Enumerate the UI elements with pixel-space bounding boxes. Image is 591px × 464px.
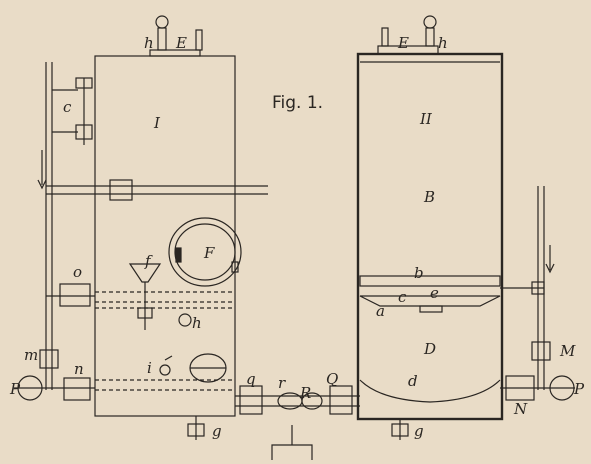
label-b: b (414, 264, 424, 282)
label-R: R (299, 384, 311, 402)
label-q: q (246, 370, 256, 388)
label-i: i (147, 359, 152, 377)
label-d: d (408, 372, 418, 390)
funnel-f (128, 263, 192, 330)
sieve-c-e (359, 295, 501, 307)
inspection-port (159, 353, 227, 383)
right-top-plate (377, 45, 439, 55)
left-top-fittings (149, 15, 203, 57)
label-g-left: g (212, 422, 222, 440)
bottom-stub (271, 425, 313, 460)
manhole-F (168, 217, 242, 287)
left-vessel-body (94, 55, 236, 417)
drain-g-left-valve (187, 423, 205, 437)
right-vertical-pipe (500, 186, 555, 390)
bottom-d (359, 379, 501, 403)
label-B: B (423, 188, 435, 206)
right-vessel-body (356, 52, 504, 421)
valve-n (63, 377, 91, 401)
label-n: n (74, 360, 84, 378)
valve-Q (329, 385, 353, 415)
upper-pipe-valve (109, 179, 133, 201)
label-h-left: h (144, 34, 154, 52)
manhole-inner (174, 223, 236, 281)
valve-o-body (59, 283, 91, 307)
right-side-elbow (531, 281, 545, 295)
label-I: I (153, 114, 161, 132)
label-m: m (24, 346, 38, 364)
tap-h-mid (178, 313, 192, 327)
inspection-port-i (159, 364, 171, 376)
label-D: D (423, 340, 436, 358)
label-Q: Q (326, 370, 338, 388)
label-g-right: g (414, 422, 424, 440)
valve-o (46, 283, 95, 307)
right-top-tube-e (381, 27, 389, 47)
label-c: c (63, 98, 72, 116)
label-N: N (513, 400, 528, 418)
label-M: M (559, 342, 576, 360)
right-top-tube-h (425, 27, 435, 47)
label-II: II (419, 110, 433, 128)
label-o: o (73, 263, 82, 281)
label-F: F (203, 244, 215, 262)
label-P-right: P (573, 380, 585, 398)
label-h-mid: h (192, 314, 202, 332)
drain-g-right-valve (391, 423, 409, 437)
right-top-gauge (423, 15, 437, 29)
funnel-cone (128, 263, 162, 283)
label-e: e (430, 284, 439, 302)
manhole-latch (231, 261, 239, 273)
figure-caption: Fig. 1. (272, 93, 323, 113)
sight-top-valve (75, 77, 93, 89)
left-vertical-pipe (37, 62, 53, 390)
left-top-tube-e (195, 29, 203, 51)
bottom-right-valves (500, 341, 575, 401)
label-r: r (278, 374, 286, 392)
filter-b (359, 275, 501, 287)
bottom-left-valves (14, 349, 95, 401)
left-vessel (94, 55, 236, 417)
connecting-pipe (235, 385, 360, 415)
label-a: a (376, 302, 385, 320)
drain-g-right (391, 419, 409, 440)
right-top-fittings (377, 15, 439, 55)
valve-m (39, 349, 59, 369)
left-top-plate (149, 49, 201, 57)
valve-M (531, 341, 551, 361)
upper-horizontal-pipe (46, 179, 268, 201)
label-h-right: h (438, 34, 448, 52)
right-vessel (356, 52, 504, 421)
bottom-stub-frame (271, 444, 313, 460)
sieve-outlet (419, 305, 443, 313)
label-E-right: E (397, 34, 409, 52)
valve-q (239, 385, 263, 415)
funnel-valve (137, 307, 153, 319)
sight-glass-c (52, 77, 93, 145)
drain-g-left (187, 416, 205, 440)
left-top-gauge (155, 15, 169, 29)
flow-arrow-right-head (545, 263, 555, 274)
label-E-left: E (175, 34, 187, 52)
fitting-R (301, 392, 323, 410)
left-top-tube-h (157, 27, 167, 51)
label-c-right: c (398, 288, 407, 306)
label-f: f (144, 252, 153, 270)
manhole-outer (168, 217, 242, 287)
label-P-left: P (9, 380, 21, 398)
manhole-hinge (175, 247, 182, 263)
flow-arrow-head (37, 179, 47, 190)
inspection-port-handle (164, 355, 173, 361)
